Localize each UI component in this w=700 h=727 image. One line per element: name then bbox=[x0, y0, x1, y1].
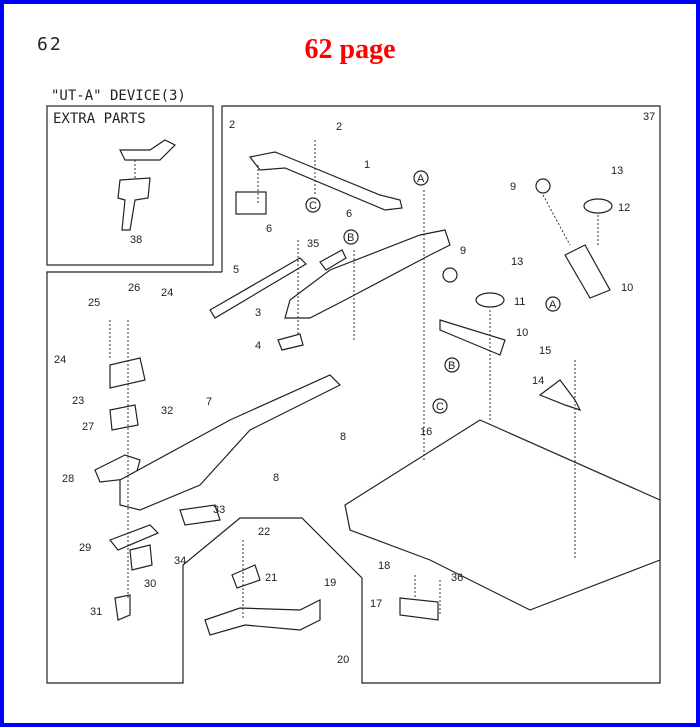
callout-circle: C bbox=[436, 401, 444, 413]
callout: 4 bbox=[255, 340, 261, 352]
parts-diagram: EXTRA PARTS 37 bbox=[46, 105, 661, 684]
callout: 14 bbox=[532, 375, 544, 387]
callout: 13 bbox=[511, 256, 523, 268]
callout-circle: B bbox=[448, 360, 455, 372]
callout: 28 bbox=[62, 473, 74, 485]
callout: 32 bbox=[161, 405, 173, 417]
callout: 9 bbox=[460, 245, 466, 257]
callout: 8 bbox=[340, 431, 346, 443]
extra-parts-label: EXTRA PARTS bbox=[53, 111, 146, 127]
callout: 36 bbox=[451, 572, 463, 584]
callout: 22 bbox=[258, 526, 270, 538]
callout: 18 bbox=[378, 560, 390, 572]
callout: 24 bbox=[161, 287, 173, 299]
page-number: 62 bbox=[37, 34, 63, 55]
callout-circle: C bbox=[309, 200, 317, 212]
callout: 21 bbox=[265, 572, 277, 584]
callout: 8 bbox=[273, 472, 279, 484]
callout: 17 bbox=[370, 598, 382, 610]
callout: 19 bbox=[324, 577, 336, 589]
callout: 7 bbox=[206, 396, 212, 408]
callout: 12 bbox=[618, 202, 630, 214]
callout: 35 bbox=[307, 238, 319, 250]
callout-circle: B bbox=[347, 232, 354, 244]
section-title: "UT-A" DEVICE(3) bbox=[51, 88, 186, 104]
callout: 11 bbox=[514, 296, 525, 308]
callout: 3 bbox=[255, 307, 261, 319]
callout: 38 bbox=[130, 234, 142, 246]
callout: 5 bbox=[233, 264, 239, 276]
parts-shapes bbox=[94, 140, 661, 636]
callout: 23 bbox=[72, 395, 84, 407]
callout: 30 bbox=[144, 578, 156, 590]
part-38-drawing bbox=[117, 139, 177, 231]
callout-circle: A bbox=[549, 299, 557, 311]
callout: 10 bbox=[621, 282, 633, 294]
main-panel-border bbox=[46, 105, 661, 684]
callout: 9 bbox=[510, 181, 516, 193]
callout: 2 bbox=[229, 119, 235, 131]
callout: 6 bbox=[346, 208, 352, 220]
page-title: 62 page bbox=[304, 34, 396, 65]
extra-parts-panel bbox=[46, 105, 214, 266]
callout: 13 bbox=[611, 165, 623, 177]
callout: 2 bbox=[336, 121, 342, 133]
callout: 25 bbox=[88, 297, 100, 309]
callout: 31 bbox=[90, 606, 102, 618]
callout: 20 bbox=[337, 654, 349, 666]
callout: 10 bbox=[516, 327, 528, 339]
callout: 24 bbox=[54, 354, 66, 366]
callout: 27 bbox=[82, 421, 94, 433]
callout: 26 bbox=[128, 282, 140, 294]
callout: 16 bbox=[420, 426, 432, 438]
figure-number: 37 bbox=[643, 111, 655, 123]
callout-circle: A bbox=[417, 173, 425, 185]
callout-labels: 2 2 1 A 13 9 12 C 6 6 35 B 9 13 5 11 10 … bbox=[54, 119, 633, 666]
callout: 15 bbox=[539, 345, 551, 357]
callout: 1 bbox=[364, 159, 370, 171]
callout: 6 bbox=[266, 223, 272, 235]
callout: 33 bbox=[213, 504, 225, 516]
callout: 29 bbox=[79, 542, 91, 554]
callout: 34 bbox=[174, 555, 186, 567]
